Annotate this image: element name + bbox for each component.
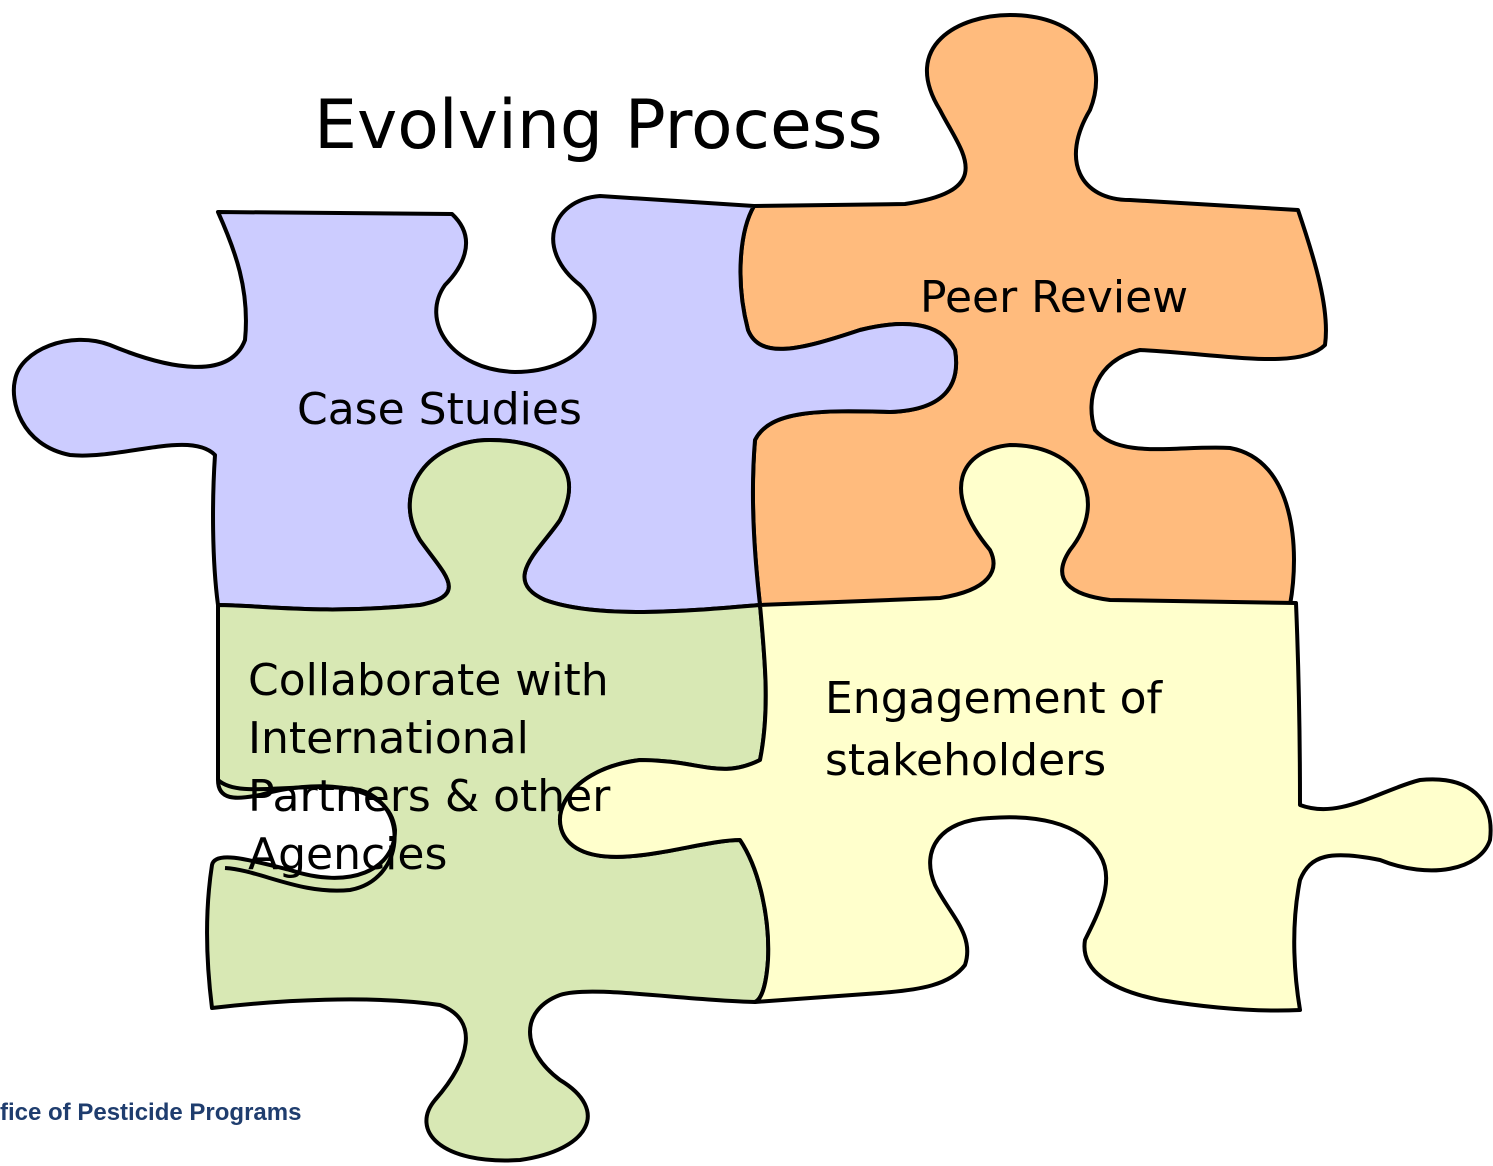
- puzzle-knob-loop: [216, 778, 397, 893]
- collaborate-text: Collaborate with International Partners …: [248, 652, 610, 884]
- engagement-line-1: Engagement of: [825, 673, 1163, 724]
- engagement-line-2: stakeholders: [825, 735, 1107, 786]
- slide-title: Evolving Process: [314, 86, 883, 165]
- collaborate-line-1: Collaborate with: [248, 655, 609, 706]
- peer-review-label: Peer Review: [920, 272, 1189, 323]
- collaborate-line-2: International: [248, 713, 529, 764]
- engagement-text: Engagement of stakeholders: [825, 668, 1162, 792]
- collaborate-line-3: Partners & other: [248, 771, 611, 822]
- footer-label: fice of Pesticide Programs: [0, 1099, 302, 1126]
- case-studies-label: Case Studies: [297, 384, 582, 435]
- collaborate-line-4: Agencies: [248, 829, 448, 880]
- puzzle-piece-engagement: [558, 443, 1493, 1013]
